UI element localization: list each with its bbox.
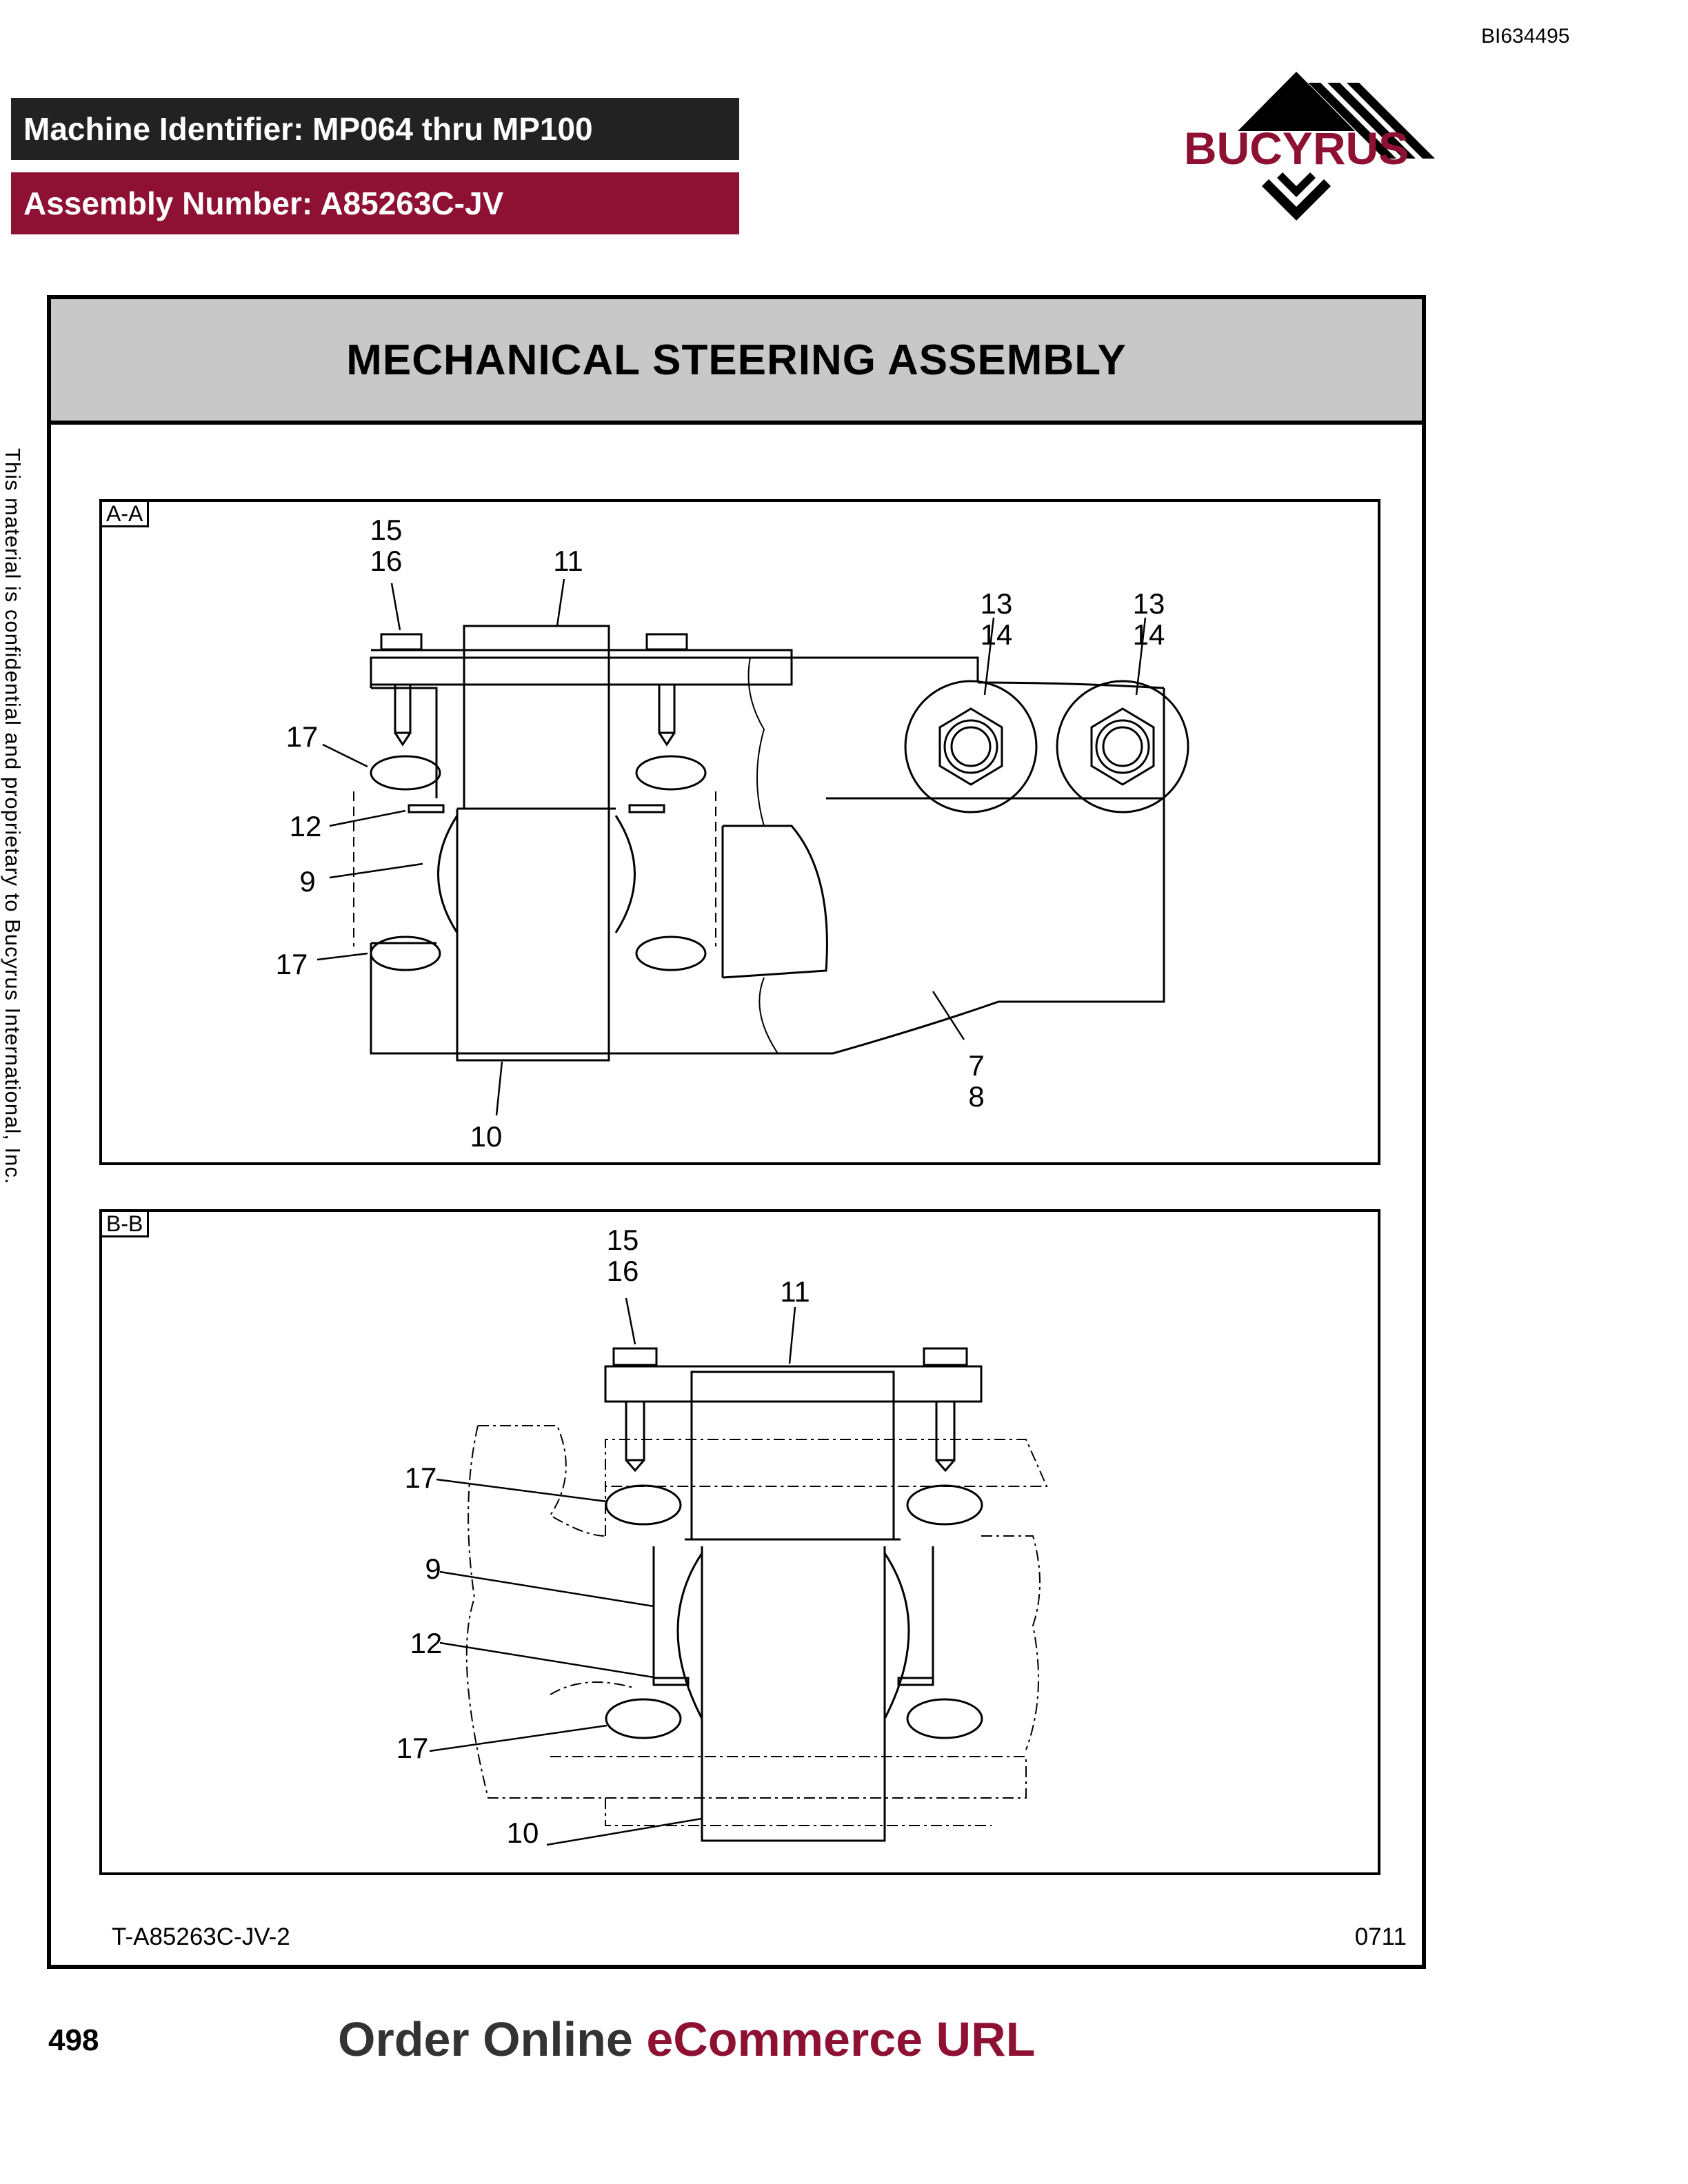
callout-9-bb: 9	[425, 1553, 441, 1585]
callout-10-aa: 10	[470, 1120, 503, 1153]
bb-leader-lines	[429, 1297, 796, 1846]
callout-14-aa-left: 14	[981, 618, 1013, 651]
callout-13-aa-left: 13	[981, 587, 1013, 620]
drawing-aa: 15 16 11 13 14 13 14 17 12 9 17 7 8 10	[276, 514, 1189, 1153]
bb-phantom-lines	[465, 1425, 1048, 1826]
drawing-number: T-A85263C-JV-2	[112, 1923, 290, 1950]
page-title: MECHANICAL STEERING ASSEMBLY	[346, 336, 1127, 384]
assembly-number-band: Assembly Number: A85263C-JV	[11, 172, 739, 234]
view-section-aa: A-A	[99, 499, 1380, 1165]
logo-stripes-icon	[1308, 83, 1435, 159]
confidentiality-note: This material is confidential and propri…	[1, 448, 25, 1185]
document-id: BI634495	[1481, 25, 1570, 48]
callout-7-aa: 7	[968, 1049, 984, 1082]
order-online-text: Order Online	[338, 2012, 647, 2066]
callout-12-bb: 12	[410, 1627, 443, 1659]
drawing-bb: 15 16 11 17 9 12 17 10	[396, 1224, 1048, 1849]
callout-16-aa: 16	[370, 545, 403, 577]
date-code: 0711	[1354, 1923, 1407, 1950]
callout-8-aa: 8	[968, 1080, 984, 1113]
callout-9-aa: 9	[299, 865, 315, 898]
order-online-link[interactable]: Order Online eCommerce URL	[338, 2012, 1035, 2067]
logo-triangle-icon	[1238, 72, 1355, 131]
drawing-frame: MECHANICAL STEERING ASSEMBLY A-A	[47, 295, 1426, 1969]
view-label-bb: B-B	[102, 1212, 150, 1237]
title-bar: MECHANICAL STEERING ASSEMBLY	[51, 299, 1422, 425]
logo-chevrons-icon	[1262, 172, 1331, 221]
callout-10-bb: 10	[507, 1817, 539, 1849]
machine-identifier-band: Machine Identifier: MP064 thru MP100	[11, 98, 739, 160]
callout-15-bb: 15	[607, 1224, 639, 1256]
aa-linework	[316, 578, 1189, 1116]
callout-12-aa: 12	[290, 810, 322, 842]
callout-15-aa: 15	[370, 514, 403, 546]
callout-11-bb: 11	[780, 1275, 810, 1308]
callout-13-aa-right: 13	[1133, 587, 1165, 620]
callout-17-aa-top: 17	[286, 720, 319, 753]
callout-17-bb-bottom: 17	[396, 1732, 429, 1764]
page-number: 498	[48, 2023, 99, 2057]
view-section-bb: B-B	[99, 1209, 1380, 1875]
callout-14-aa-right: 14	[1133, 618, 1165, 651]
callout-16-bb: 16	[607, 1255, 639, 1287]
bucyrus-logo: BUCYRUS	[1184, 72, 1435, 221]
callout-11-aa: 11	[553, 545, 583, 577]
logo-wordmark: BUCYRUS	[1184, 123, 1409, 174]
bb-linework	[604, 1347, 983, 1842]
callout-17-aa-bottom: 17	[276, 948, 308, 980]
view-label-aa: A-A	[102, 502, 150, 527]
callout-17-bb-top: 17	[405, 1462, 437, 1494]
ecommerce-url-text: eCommerce URL	[646, 2012, 1036, 2066]
